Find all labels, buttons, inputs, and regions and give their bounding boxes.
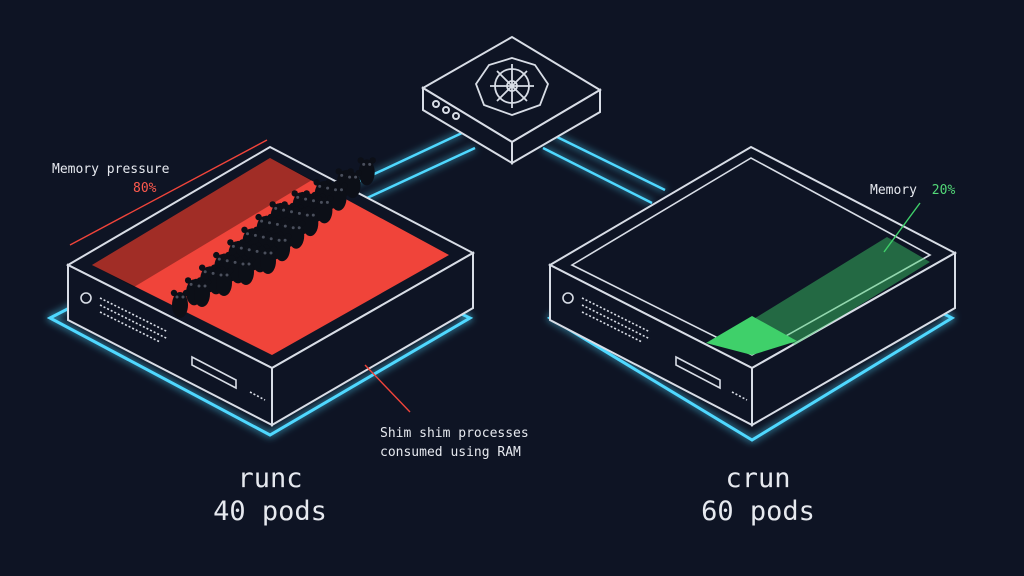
drive-bay bbox=[675, 355, 721, 390]
link-left-b bbox=[351, 146, 476, 207]
memory-usage-shade bbox=[752, 237, 930, 345]
memory-value: 20% bbox=[932, 183, 956, 198]
link-right-b bbox=[542, 146, 653, 205]
memory-label-text: Memory bbox=[870, 183, 917, 198]
drive-bay bbox=[191, 355, 237, 390]
server-front-panel bbox=[80, 292, 266, 401]
crun-server bbox=[546, 145, 958, 442]
server-front-panel bbox=[562, 292, 748, 401]
memory-pressure-value: 80% bbox=[133, 181, 157, 196]
memory-pressure-label: Memory pressure bbox=[52, 162, 170, 177]
connection-links bbox=[339, 131, 666, 207]
memory-pressure-shade bbox=[92, 158, 312, 287]
memory-tray bbox=[570, 157, 932, 356]
power-button-icon bbox=[80, 292, 92, 304]
shim-callout-line bbox=[364, 364, 411, 413]
control-plane-node bbox=[421, 35, 602, 165]
memory-label: Memory 20% bbox=[870, 183, 955, 198]
memory-callout-line bbox=[883, 202, 921, 253]
runc-server bbox=[46, 139, 476, 437]
shim-callout-line-2: consumed using RAM bbox=[380, 445, 521, 460]
power-button-icon bbox=[562, 292, 574, 304]
status-light bbox=[442, 106, 450, 114]
runc-pod-count: 40 pods bbox=[213, 496, 327, 527]
link-right-a bbox=[552, 133, 666, 192]
crun-runtime-label: crun bbox=[725, 463, 790, 494]
status-light bbox=[432, 100, 440, 108]
runc-runtime-label: runc bbox=[237, 463, 302, 494]
shim-callout-line-1: Shim shim processes bbox=[380, 426, 529, 441]
link-left-a bbox=[339, 131, 463, 192]
crun-pod-count: 60 pods bbox=[701, 496, 815, 527]
status-light bbox=[452, 112, 460, 120]
memory-usage-fill bbox=[706, 316, 797, 355]
kubernetes-helm-wheel-icon bbox=[474, 57, 550, 116]
pressure-callout-line bbox=[69, 139, 268, 246]
